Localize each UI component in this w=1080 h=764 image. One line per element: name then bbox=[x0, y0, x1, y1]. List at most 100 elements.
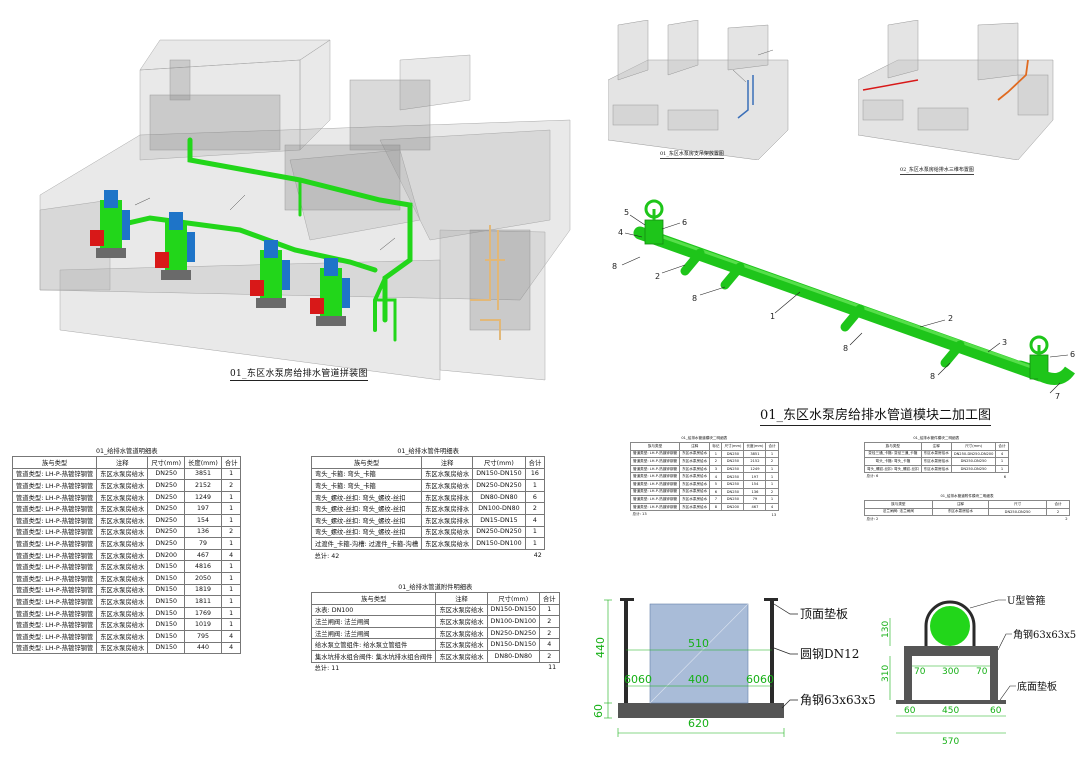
table-cell: 1 bbox=[220, 595, 242, 608]
table-cell: 东区水泵房给水 bbox=[96, 606, 149, 620]
table-cell: 2 bbox=[524, 502, 546, 515]
fitting-schedule-table: 01_给排水管件明细表 族与类型 注释 尺寸(mm) 合计 弯头_卡箍: 弯头_… bbox=[310, 444, 546, 561]
table-cell: 4 bbox=[220, 629, 242, 643]
table-cell: 东区水泵房给水 bbox=[96, 571, 149, 585]
table-cell: 1 bbox=[765, 464, 779, 474]
table-cell: 东区水泵房给水 bbox=[435, 603, 488, 617]
table-title: 01_给排水管件明细表 bbox=[311, 444, 545, 457]
col-header: 长度(mm) bbox=[184, 456, 222, 469]
table-cell: 2 bbox=[709, 457, 723, 466]
table-cell: 6 bbox=[524, 490, 546, 504]
dim-450: 450 bbox=[942, 706, 959, 716]
table-cell: 1 bbox=[524, 525, 546, 539]
table-cell: 管道类型: LH-P-热镀锌钢管 bbox=[11, 548, 98, 562]
table-cell: 2 bbox=[538, 615, 560, 628]
callout-1: 1 bbox=[770, 312, 775, 321]
callout-8: 8 bbox=[692, 294, 697, 303]
table-cell: 弯头_螺纹-丝扣: 弯头_螺纹-丝扣 bbox=[864, 464, 922, 474]
table-cell: 东区水泵房给水 bbox=[435, 649, 488, 663]
table-cell: DN250 bbox=[721, 457, 745, 466]
table-cell: DN250-DN250 bbox=[472, 479, 526, 492]
callout-8: 8 bbox=[930, 372, 935, 381]
col-header: 合计 bbox=[995, 442, 1009, 451]
table-cell: 79 bbox=[184, 537, 222, 550]
table-cell: 管道类型: LH-P-热镀锌钢管 bbox=[629, 472, 681, 481]
table-cell: 136 bbox=[184, 525, 222, 539]
thumb-3d-layout-view bbox=[858, 20, 1054, 160]
table-cell: 东区水泵房给水 bbox=[96, 641, 149, 655]
label-base-plate: 底面垫板 bbox=[1017, 680, 1057, 693]
base-angle-steel bbox=[618, 703, 784, 718]
table-cell: 管道类型: LH-P-热镀锌钢管 bbox=[11, 583, 98, 597]
support-frame-detail: 440 60 510 400 6060 6060 620 顶面垫板 圆钢DN12… bbox=[592, 598, 876, 737]
table-cell: 5 bbox=[709, 479, 723, 489]
table-cell: 1 bbox=[220, 560, 242, 573]
col-header: 合计 bbox=[538, 592, 560, 605]
table-cell: DN80-DN80 bbox=[486, 649, 540, 663]
dim-6060-right: 6060 bbox=[746, 673, 774, 686]
table-cell: 管道类型: LH-P-热镀锌钢管 bbox=[629, 449, 681, 459]
table-total-value: 2 bbox=[1065, 517, 1068, 522]
table-cell: DN150 bbox=[147, 641, 186, 655]
table-cell: 154 bbox=[184, 513, 222, 527]
table-cell: 1 bbox=[765, 472, 779, 481]
table-cell: 1 bbox=[220, 513, 242, 527]
table-cell: DN150 bbox=[147, 571, 186, 585]
table-cell: DN150-DN150 bbox=[486, 603, 540, 617]
table-total-value: 13 bbox=[771, 512, 777, 517]
table-cell: 197 bbox=[743, 472, 767, 481]
label-top-plate: 顶面垫板 bbox=[800, 606, 848, 621]
table-cell: 1 bbox=[995, 457, 1009, 466]
table-total-label: 总计: 6 bbox=[866, 474, 879, 479]
table-cell: 东区水泵房给水 bbox=[96, 618, 149, 631]
table-cell: 东区水泵房排水 bbox=[421, 490, 474, 504]
module-caption: 01_东区水泵房给排水管道模块二加工图 bbox=[760, 404, 992, 426]
table-cell: 东区水泵房排水 bbox=[421, 513, 474, 527]
col-header: 注释 bbox=[931, 500, 990, 509]
table-cell: 东区水泵房给水 bbox=[679, 449, 711, 459]
table-cell: 4 bbox=[220, 548, 242, 562]
table-cell: 弯头_螺纹-丝扣: 弯头_螺纹-丝扣 bbox=[310, 513, 423, 527]
table-cell: 1 bbox=[524, 537, 546, 550]
table-cell: 2 bbox=[538, 626, 560, 640]
table-cell: DN250-DN250 bbox=[472, 525, 526, 539]
table-cell: 440 bbox=[184, 641, 222, 655]
table-cell: 1 bbox=[709, 449, 723, 459]
table-cell: 东区水泵房给水 bbox=[421, 479, 474, 492]
table-cell: DN150-DN150 bbox=[472, 467, 526, 481]
table-cell: 弯头_螺纹-丝扣: 弯头_螺纹-丝扣 bbox=[310, 525, 423, 539]
table-cell: 管道类型: LH-P-热镀锌钢管 bbox=[11, 571, 98, 585]
table-title: 01_给排水管道附件模块二明细表 bbox=[864, 492, 1070, 501]
col-header: 族与类型 bbox=[629, 442, 681, 451]
table-cell: 1 bbox=[220, 490, 242, 504]
module-accessory-table: 01_给排水管道附件模块二明细表 族与类型 注释 尺寸 合计 法兰闸阀: 法兰闸… bbox=[864, 492, 1070, 523]
col-header: 尺寸(mm) bbox=[486, 592, 540, 605]
table-cell: 东区水泵房给水 bbox=[679, 479, 711, 489]
table-cell: 154 bbox=[743, 479, 767, 489]
table-total-value: 6 bbox=[1003, 474, 1007, 479]
table-total-value: 11 bbox=[548, 664, 557, 672]
table-cell: DN250 bbox=[721, 487, 745, 497]
table-cell: DN250 bbox=[721, 464, 745, 474]
table-cell: 4 bbox=[709, 472, 723, 481]
dim-60-left: 60 bbox=[904, 706, 916, 716]
table-cell: 2 bbox=[538, 649, 560, 663]
table-cell: 3851 bbox=[184, 467, 222, 481]
table-cell: 2152 bbox=[743, 457, 767, 466]
col-header: 合计 bbox=[220, 456, 242, 469]
table-cell: DN200 bbox=[721, 502, 745, 512]
